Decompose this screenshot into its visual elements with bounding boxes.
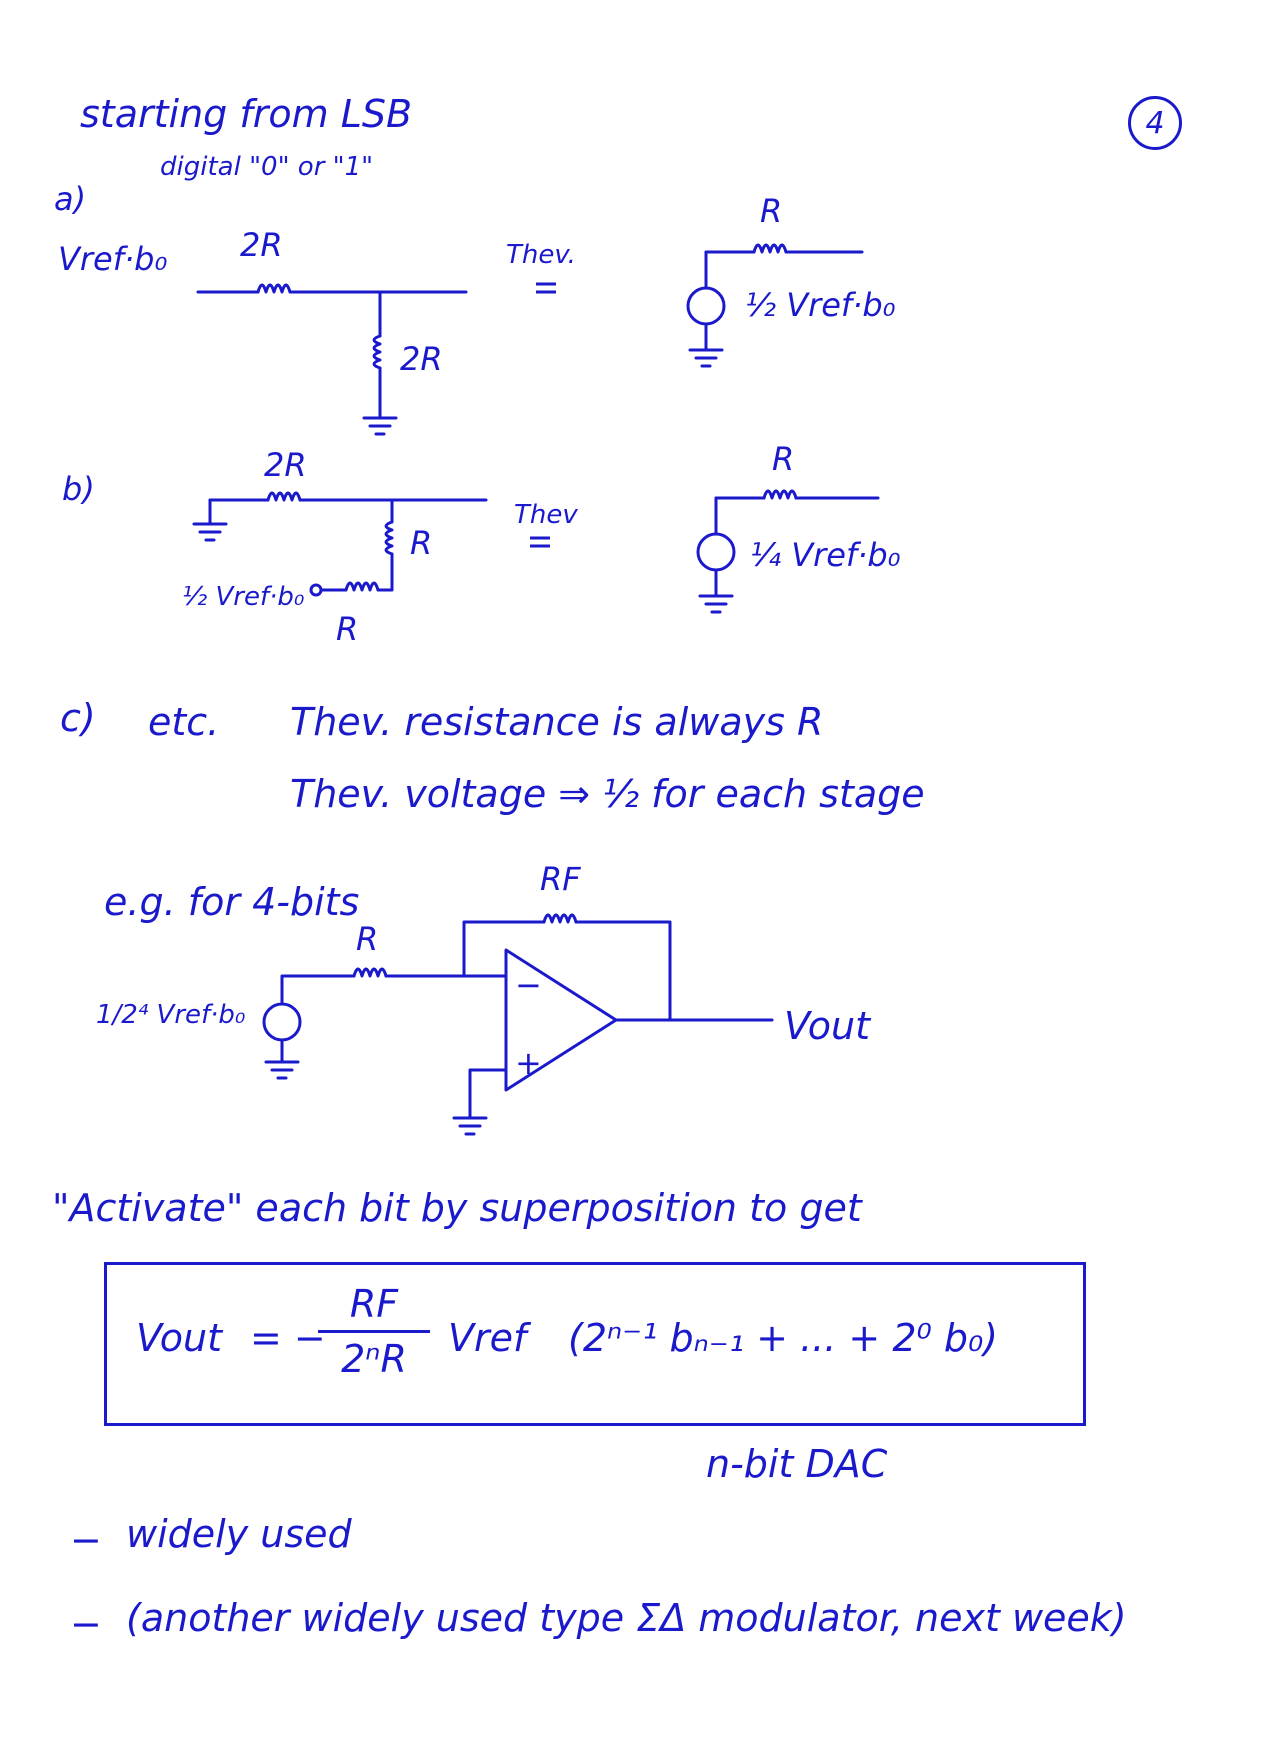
circuit-a-left: [196, 283, 468, 436]
terminal-b: [309, 583, 323, 597]
example-output: Vout: [784, 1004, 871, 1048]
ground-icon-b2: [698, 594, 734, 614]
circuit-b-left: [192, 491, 488, 597]
section-c-etc: etc.: [148, 700, 220, 744]
header-text: starting from LSB: [80, 92, 413, 136]
formula-fraction: RF 2ⁿR: [318, 1282, 430, 1381]
example-rf: RF: [540, 860, 581, 898]
resistor-rf: [542, 913, 578, 924]
formula-vref: Vref: [448, 1316, 527, 1360]
bullet-marker-2: −: [70, 1602, 102, 1646]
resistor-2r-shunt: [372, 334, 382, 370]
section-a-r-shunt: 2R: [400, 340, 443, 378]
formula-lhs: Vout: [136, 1316, 223, 1360]
resistor-2r-series: [256, 283, 292, 294]
bullet-item-1: widely used: [126, 1512, 352, 1556]
ground-icon-opamp: [452, 1116, 488, 1136]
section-b-r-bottom: R: [336, 610, 359, 648]
opamp-minus-label: −: [515, 966, 542, 1004]
formula-box: [104, 1262, 1086, 1426]
section-c-line2: Thev. voltage ⇒ ½ for each stage: [290, 772, 925, 816]
formula-caption: n-bit DAC: [706, 1442, 888, 1486]
formula-sum: (2ⁿ⁻¹ bₙ₋₁ + ... + 2⁰ b₀): [568, 1316, 999, 1360]
resistor-r-bottom: [344, 581, 380, 592]
resistor-r-eq-b: [762, 489, 798, 500]
example-label: e.g. for 4-bits: [104, 880, 360, 924]
resistor-r-eq-a: [752, 243, 788, 254]
section-b-source: ½ Vref·b₀: [182, 582, 305, 612]
ground-icon-b: [192, 522, 228, 542]
section-a-label: a): [54, 180, 87, 218]
section-a-thev: Thev.: [506, 240, 576, 270]
section-a-r-series: 2R: [240, 226, 283, 264]
voltage-source-icon-ex: [262, 1002, 302, 1042]
section-c-label: c): [60, 696, 96, 740]
circuit-example: [262, 913, 774, 1136]
formula-eq: = −: [250, 1316, 326, 1360]
fraction-bar: [318, 1330, 430, 1333]
opamp-triangle: [504, 948, 618, 1092]
formula-numerator: RF: [349, 1282, 399, 1326]
section-a-eq-source: ½ Vref·b₀: [745, 286, 896, 324]
digital-annotation: digital "0" or "1": [160, 152, 374, 182]
bullet-marker-1: −: [70, 1518, 102, 1562]
section-c-line1: Thev. resistance is always R: [290, 700, 824, 744]
resistor-r-input: [352, 967, 388, 978]
section-b-r-top: 2R: [264, 446, 307, 484]
resistor-2r-top: [266, 491, 302, 502]
section-b-thev: Thev: [514, 500, 578, 530]
section-a-source: Vref·b₀: [58, 240, 168, 278]
section-b-label: b): [62, 470, 95, 508]
activate-text: "Activate" each bit by superposition to …: [52, 1186, 862, 1230]
bullet-item-2: (another widely used type ΣΔ modulator, …: [126, 1596, 1127, 1640]
voltage-source-icon-b: [696, 532, 736, 572]
section-a-eq-r: R: [760, 192, 783, 230]
example-source: 1/2⁴ Vref·b₀: [96, 1000, 246, 1030]
section-b-eq-source: ¼ Vref·b₀: [750, 536, 901, 574]
section-b-eq-r: R: [772, 440, 795, 478]
resistor-r-shunt: [384, 520, 394, 556]
circuit-b-right: [696, 489, 880, 614]
thev-equals-marks: [530, 282, 556, 548]
page-number: 4: [1128, 96, 1182, 150]
formula-denominator: 2ⁿR: [341, 1337, 407, 1381]
circuit-a-right: [686, 243, 864, 368]
ground-icon-a2: [688, 348, 724, 368]
voltage-source-icon-a: [686, 286, 726, 326]
section-b-r-shunt: R: [410, 524, 433, 562]
ground-icon-ex: [264, 1060, 300, 1080]
example-r: R: [356, 920, 379, 958]
ground-icon-a: [362, 416, 398, 436]
